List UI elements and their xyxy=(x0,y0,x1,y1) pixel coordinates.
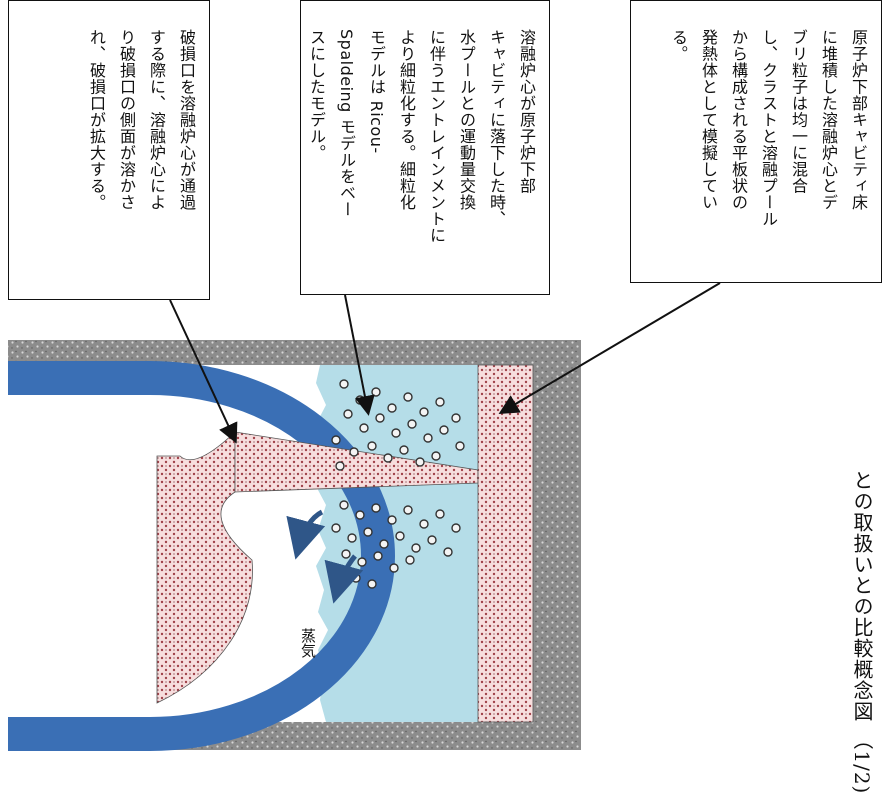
vessel-corium xyxy=(156,431,253,704)
callout-pointer-2 xyxy=(344,294,375,416)
callout-pointer-3 xyxy=(498,282,721,415)
steam-label: 蒸気 xyxy=(299,628,317,658)
callout-vessel-breach: 破損口を溶融炉心が通過 する際に、溶融炉心によ り破損口の側面が溶かさ れ、破損… xyxy=(8,0,210,300)
steam-arrow-2 xyxy=(324,554,364,604)
callout-debris-bed: 原子炉下部キャビティ床 に堆積した溶融炉心とデ ブリ粒子は均一に混合 し、クラス… xyxy=(630,0,882,283)
cavity-diagram xyxy=(8,282,721,751)
steam-arrow-1 xyxy=(286,509,326,560)
debris-bed xyxy=(477,364,534,723)
callout-pointer-1 xyxy=(169,299,238,444)
callout-fragmentation: 溶融炉心が原子炉下部 キャビティに落下した時、 水プールとの運動量交換 に伴うエ… xyxy=(300,0,550,295)
figure-caption: との取扱いとの比較概念図 （1/2) xyxy=(850,470,874,794)
